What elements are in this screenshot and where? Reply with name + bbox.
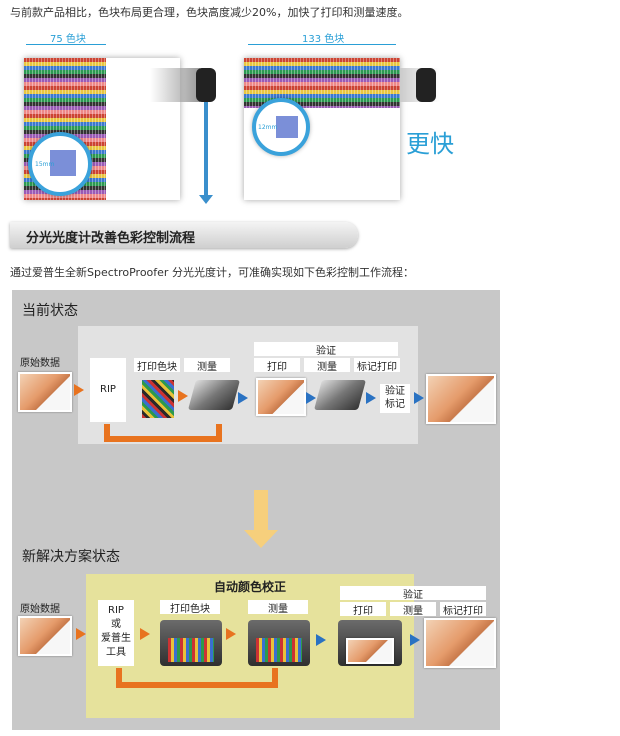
- description-text: 通过爱普生全新SpectroProofer 分光光度计，可准确实现如下色彩控制工…: [10, 266, 414, 279]
- left-width-dimension-line: [26, 44, 106, 45]
- left-patch-sample: [50, 150, 76, 176]
- printer-2-patch-output: [256, 638, 302, 662]
- transition-arrow-head: [244, 530, 278, 548]
- right-width-dimension-line: [248, 44, 396, 45]
- right-patch-sample: [276, 116, 298, 138]
- auto-correction-label: 自动颜色校正: [213, 580, 286, 594]
- new-source-label: 原始数据: [20, 604, 60, 615]
- intro-text: 与前款产品相比，色块布局更合理，色块高度减少20%，加快了打印和测量速度。: [10, 6, 409, 19]
- left-arrow-head: [199, 195, 213, 204]
- printer-3-photo-output: [346, 638, 394, 664]
- rip-line4: 工具: [106, 647, 126, 658]
- left-magnifier: 15mm: [28, 132, 92, 196]
- current-state-title: 当前状态: [22, 303, 78, 319]
- new-arrow-3: [226, 628, 236, 640]
- new-measure-label: 测量: [248, 600, 308, 615]
- current-print-output: [256, 378, 306, 416]
- current-arrow-5: [366, 392, 376, 404]
- faster-label: 更快: [406, 130, 454, 158]
- new-printer-2: [248, 620, 310, 666]
- printer-1-patch-output: [168, 638, 214, 662]
- new-arrow-1: [76, 628, 86, 640]
- current-mark-print-label: 标记打印: [354, 358, 400, 373]
- current-final-output: [426, 374, 496, 424]
- new-print-label: 打印: [340, 602, 386, 617]
- current-verify-label: 验证: [254, 342, 398, 357]
- left-sensor-track: [150, 68, 200, 102]
- left-sensor-head: [196, 68, 216, 102]
- rip-line3: 爱普生: [101, 633, 131, 644]
- new-printer-1: [160, 620, 222, 666]
- new-rip-box: RIP 或 爱普生 工具: [98, 600, 134, 666]
- current-feedback-loop: [104, 424, 222, 442]
- new-arrow-4: [316, 634, 326, 646]
- current-measure2-label: 测量: [304, 358, 350, 373]
- current-arrow-6: [414, 392, 424, 404]
- current-print-patch-label: 打印色块: [134, 358, 180, 373]
- current-source-image: [18, 372, 72, 412]
- section-header-text: 分光光度计改善色彩控制流程: [26, 231, 196, 246]
- current-arrow-1: [74, 384, 84, 396]
- current-spectro-device: [187, 380, 241, 410]
- new-state-title: 新解决方案状态: [22, 549, 120, 565]
- left-width-label: 75 色块: [50, 34, 86, 45]
- current-arrow-4: [306, 392, 316, 404]
- new-mark-print-label: 标记打印: [440, 602, 486, 617]
- right-sensor-head: [416, 68, 436, 102]
- current-arrow-2: [178, 390, 188, 402]
- transition-arrow-body: [254, 490, 268, 530]
- current-verify-device: [313, 380, 367, 410]
- right-patch-size-label: 12mm: [258, 124, 278, 131]
- new-feedback-loop: [116, 668, 278, 688]
- new-arrow-5: [410, 634, 420, 646]
- rip-line1: RIP: [108, 605, 124, 616]
- section-header: 分光光度计改善色彩控制流程: [10, 222, 358, 248]
- new-verify-label: 验证: [340, 586, 486, 601]
- rip-line2: 或: [111, 619, 121, 630]
- verify-mark-line1: 验证: [385, 386, 405, 397]
- new-source-image: [18, 616, 72, 656]
- current-patch-chart: [142, 380, 174, 418]
- current-source-label: 原始数据: [20, 358, 60, 369]
- right-magnifier: 12mm: [252, 98, 310, 156]
- new-measure2-label: 测量: [390, 602, 436, 617]
- current-rip-box: RIP: [90, 358, 126, 422]
- current-verify-mark-box: 验证 标记: [380, 384, 410, 413]
- right-width-label: 133 色块: [302, 34, 345, 45]
- left-patch-size-label: 15mm: [35, 161, 55, 168]
- current-print-label: 打印: [254, 358, 300, 373]
- new-printer-3: [338, 620, 402, 666]
- left-vertical-arrow: [204, 102, 208, 198]
- new-arrow-2: [140, 628, 150, 640]
- current-measure-label: 测量: [184, 358, 230, 373]
- verify-mark-line2: 标记: [385, 399, 405, 410]
- new-print-patch-label: 打印色块: [160, 600, 220, 615]
- current-arrow-3: [238, 392, 248, 404]
- new-final-output: [424, 618, 496, 668]
